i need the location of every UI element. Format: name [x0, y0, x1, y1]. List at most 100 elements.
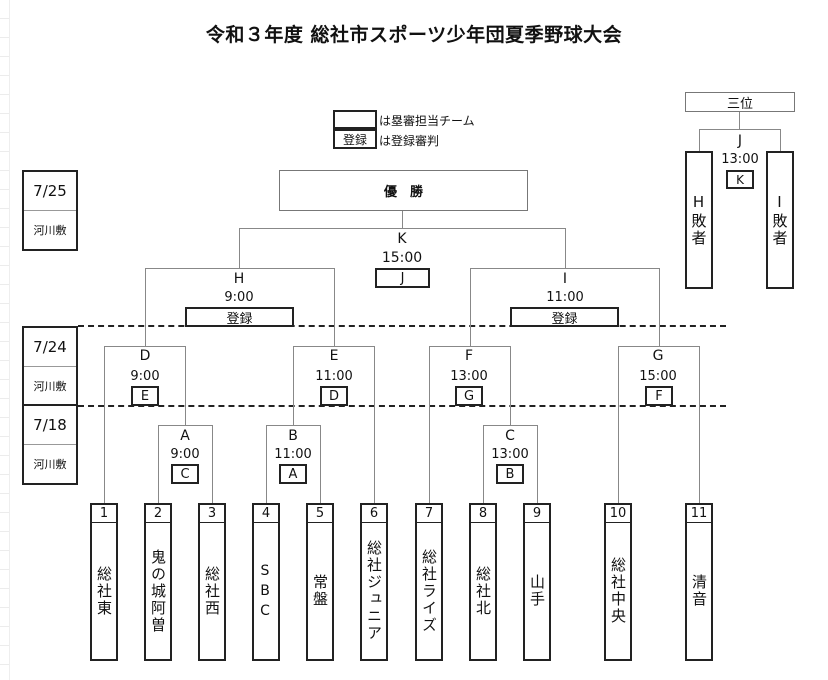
team-name: 鬼の城阿曽 [144, 522, 172, 661]
third-place-box: 三位 [685, 92, 795, 112]
bracket-line [158, 425, 159, 503]
team-number: 4 [252, 503, 280, 524]
bracket-line [334, 268, 335, 346]
date-box-0725: 7/25 河川敷 [22, 170, 78, 251]
legend-register-text: は登録審判 [379, 134, 440, 148]
bracket-line-A [158, 425, 213, 426]
bracket-line [470, 268, 471, 346]
umpire-box-I: 登録 [510, 307, 619, 327]
bracket-line [618, 346, 619, 503]
bracket-line-C [483, 425, 538, 426]
bracket-line-J [699, 129, 781, 130]
team-number: 7 [415, 503, 443, 524]
team-name: 総社西 [198, 522, 226, 661]
team-number: 3 [198, 503, 226, 524]
match-id-E: E [329, 348, 339, 364]
day-separator-0718 [78, 405, 726, 407]
umpire-box-F: G [455, 386, 483, 406]
match-time-A: 9:00 [170, 447, 200, 462]
bracket-line [699, 129, 700, 151]
match-time-I: 11:00 [546, 290, 584, 305]
team-name: 総社中央 [604, 522, 632, 661]
date-box-0718: 7/18 河川敷 [22, 404, 78, 485]
umpire-box-D: E [131, 386, 159, 406]
umpire-box-G: F [645, 386, 673, 406]
legend-umpire-team-text: は塁審担当チーム [379, 114, 475, 128]
match-id-G: G [652, 348, 664, 364]
date-label: 7/25 [33, 182, 67, 200]
bracket-line-F [429, 346, 511, 347]
team-number: 8 [469, 503, 497, 524]
match-time-J: 13:00 [721, 152, 759, 167]
bracket-line [537, 425, 538, 503]
sheet-margin [0, 0, 10, 680]
match-time-F: 13:00 [450, 369, 488, 384]
team-number: 9 [523, 503, 551, 524]
bracket-line [212, 425, 213, 503]
match-id-C: C [505, 428, 515, 444]
bracket-line [293, 346, 294, 425]
match-time-E: 11:00 [315, 369, 353, 384]
team-number: 10 [604, 503, 632, 524]
match-time-G: 15:00 [639, 369, 677, 384]
team-number: 1 [90, 503, 118, 524]
bracket-line-I [470, 268, 660, 269]
team-number: 6 [360, 503, 388, 524]
match-id-H: H [233, 271, 245, 287]
date-label: 7/18 [33, 416, 67, 434]
bracket-line-D [104, 346, 186, 347]
bracket-line [659, 268, 660, 346]
umpire-box-H: 登録 [185, 307, 294, 327]
bracket-line [145, 268, 146, 346]
match-time-B: 11:00 [274, 447, 312, 462]
team-name: 総社東 [90, 522, 118, 661]
date-label: 7/24 [33, 338, 67, 356]
team-name: 清音 [685, 522, 713, 661]
loser-H-box: H敗者 [685, 151, 713, 289]
match-id-D: D [139, 348, 151, 364]
bracket-line [510, 346, 511, 425]
umpire-box-A: C [171, 464, 199, 484]
bracket-line [699, 346, 700, 503]
loser-I-label: I敗者 [770, 193, 789, 247]
bracket-line [483, 425, 484, 503]
bracket-line [429, 346, 430, 503]
match-id-J: J [737, 133, 743, 149]
champion-box: 優 勝 [279, 170, 528, 211]
bracket-line [739, 112, 740, 129]
team-name: SBC [252, 522, 280, 661]
match-id-final: K [397, 231, 407, 247]
bracket-line [239, 228, 240, 268]
match-id-I: I [562, 271, 568, 287]
match-id-F: F [464, 348, 474, 364]
venue-label: 河川敷 [24, 366, 76, 405]
bracket-line-H [145, 268, 335, 269]
bracket-line [402, 211, 403, 228]
venue-label: 河川敷 [24, 210, 76, 249]
bracket-line [374, 346, 375, 503]
match-id-B: B [288, 428, 298, 444]
match-time-D: 9:00 [130, 369, 160, 384]
venue-label: 河川敷 [24, 444, 76, 483]
bracket-line-B [266, 425, 321, 426]
match-id-A: A [180, 428, 190, 444]
bracket-line-E [293, 346, 375, 347]
legend-umpire-team-box [333, 110, 377, 129]
date-box-0724: 7/24 河川敷 [22, 326, 78, 405]
bracket-line-final [239, 228, 566, 229]
team-name: 総社北 [469, 522, 497, 661]
team-name: 山手 [523, 522, 551, 661]
match-time-final: 15:00 [381, 250, 423, 266]
bracket-line [104, 346, 105, 503]
umpire-box-B: A [279, 464, 307, 484]
bracket-line [780, 129, 781, 151]
team-number: 5 [306, 503, 334, 524]
loser-H-label: H敗者 [689, 193, 708, 247]
bracket-line [185, 346, 186, 425]
match-time-C: 13:00 [491, 447, 529, 462]
team-number: 2 [144, 503, 172, 524]
umpire-box-J: K [726, 170, 754, 189]
bracket-line-G [618, 346, 700, 347]
team-name: 総社ライズ [415, 522, 443, 661]
match-time-H: 9:00 [224, 290, 254, 305]
